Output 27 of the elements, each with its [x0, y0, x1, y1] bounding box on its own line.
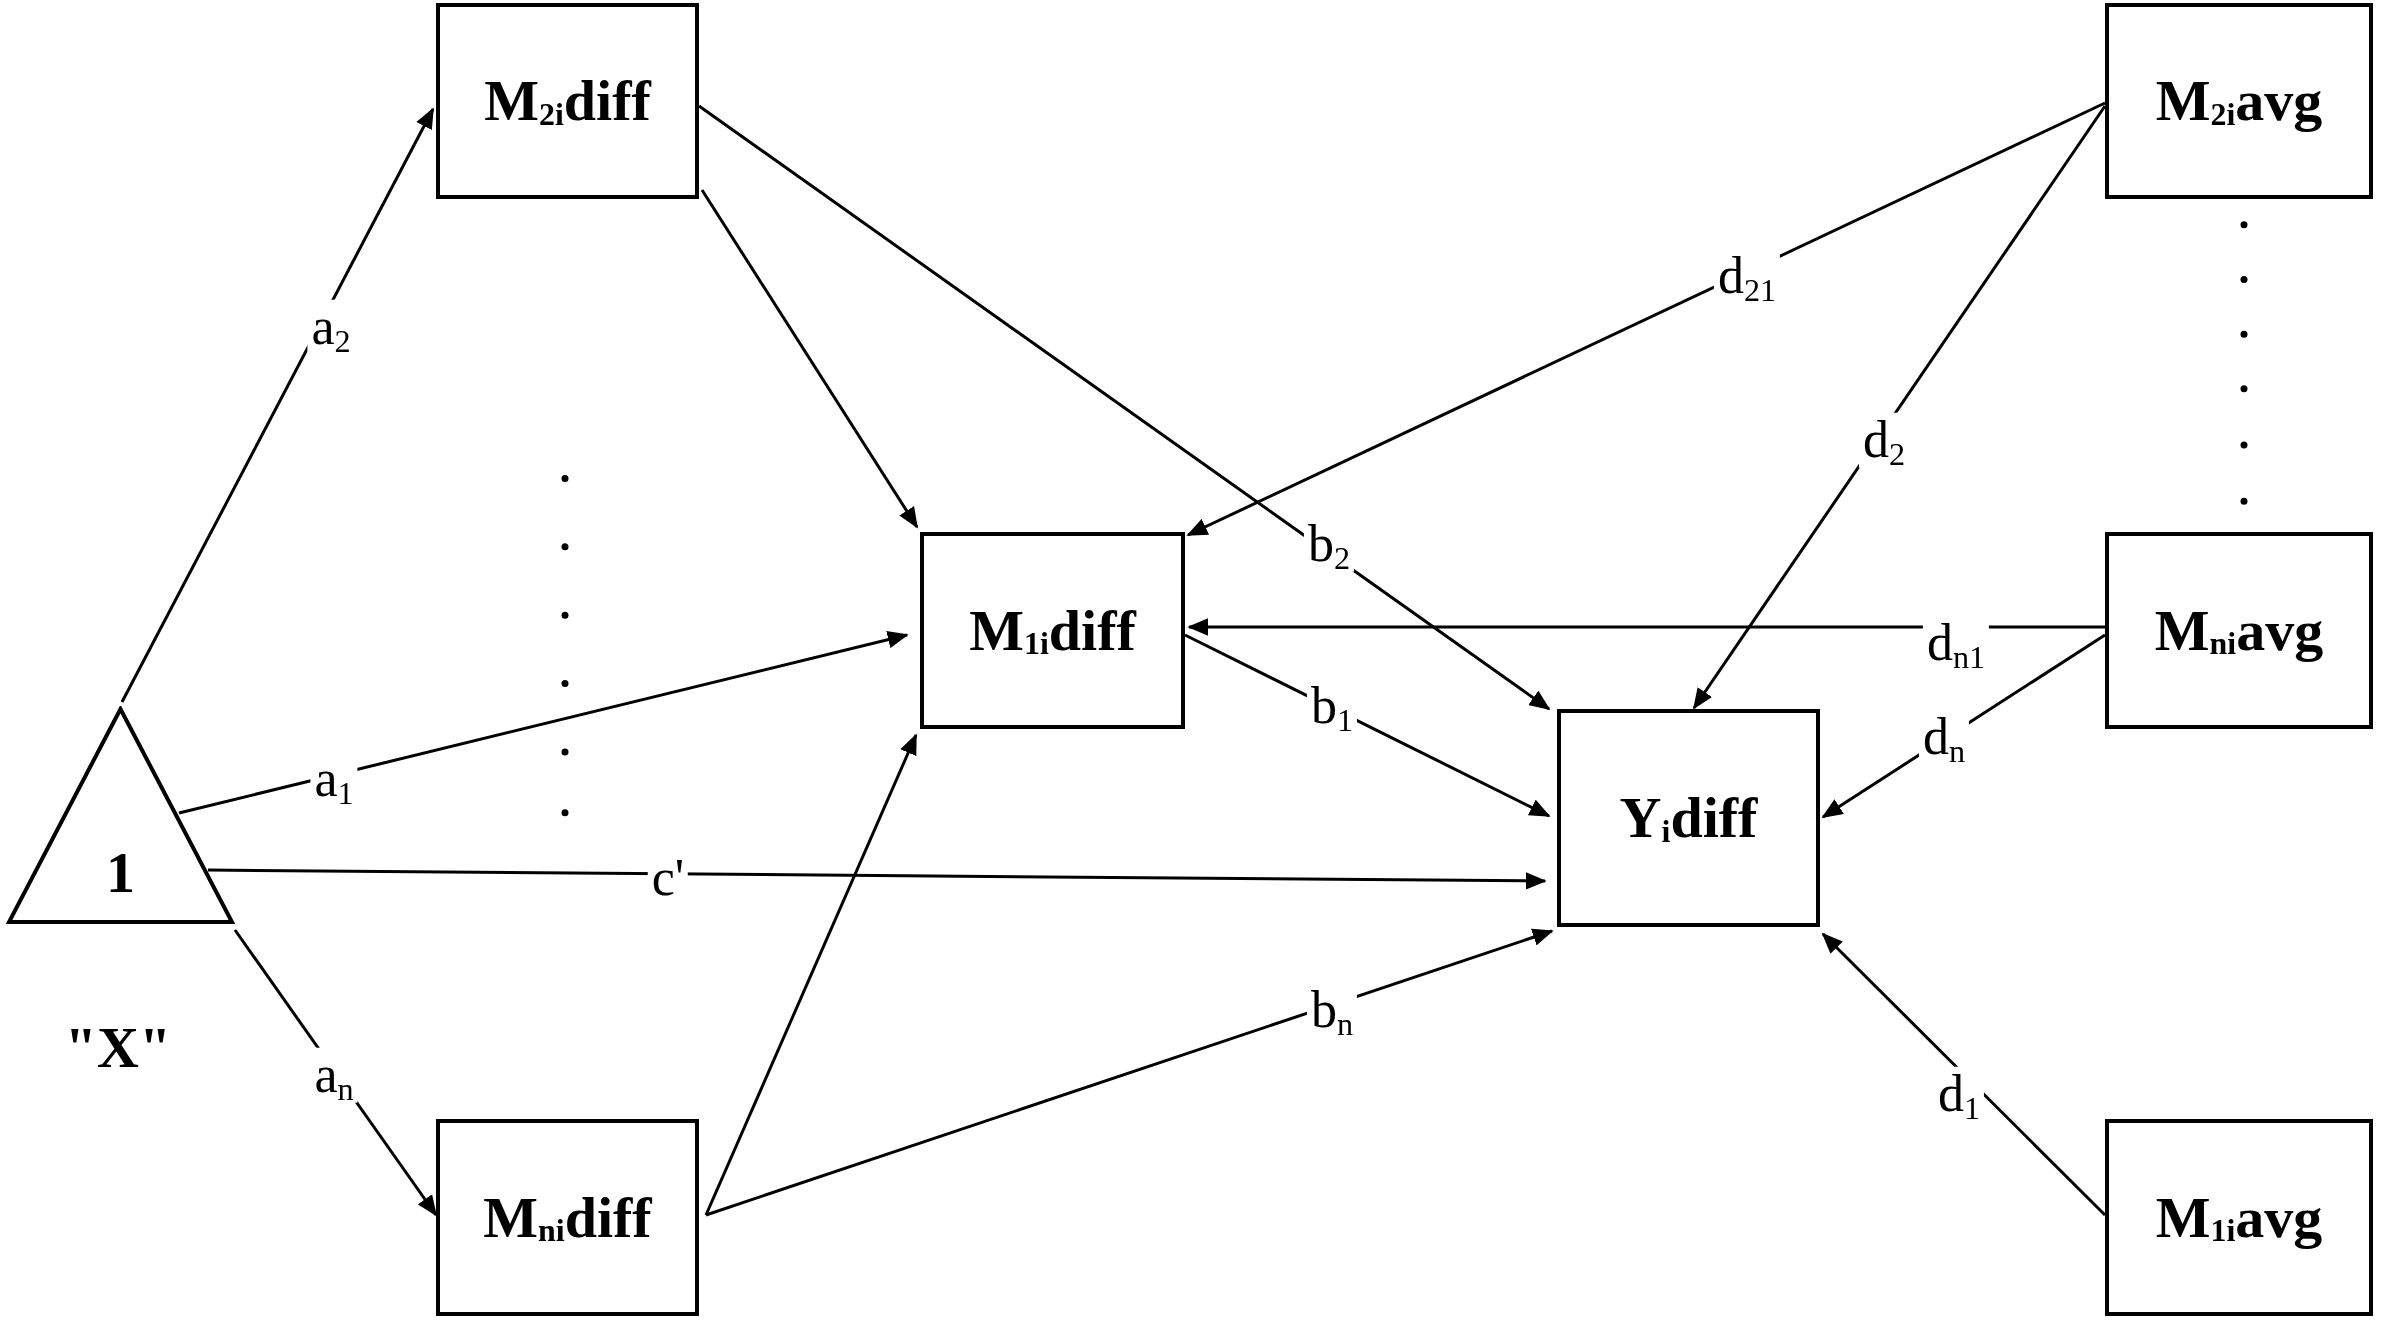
node-label: M$_{1i}$diff [969, 601, 1136, 660]
arrow [700, 189, 919, 529]
node-label: M$_{2i}$diff [484, 72, 651, 130]
arrow [1186, 101, 2106, 537]
variable-box [920, 532, 1185, 729]
arrow [208, 868, 1547, 890]
node-label: M$_{2i}$avg [2155, 72, 2323, 130]
node-label: M$_{ni}$diff [483, 1188, 652, 1247]
arrow [704, 733, 918, 1216]
node-label: Y$_{i}$diff [1619, 789, 1758, 847]
variable-box [2105, 3, 2373, 199]
node-label: 1 [106, 844, 135, 902]
arrow [705, 928, 1554, 1217]
variable-box [2105, 1119, 2373, 1316]
node-label: M$_{1i}$avg [2155, 1188, 2323, 1247]
variable-box [436, 3, 699, 199]
node-label: M$_{ni}$avg [2154, 601, 2324, 660]
arrow [120, 107, 435, 703]
variable-box [436, 1119, 699, 1316]
variable-box [2105, 532, 2373, 729]
arrow [1821, 932, 2107, 1217]
arrow [178, 631, 909, 815]
arrow [1187, 618, 2105, 636]
arrow [1692, 105, 2107, 710]
arrow [698, 104, 1551, 711]
variable-box [1557, 709, 1820, 927]
node-caption: "X" [64, 1019, 172, 1077]
